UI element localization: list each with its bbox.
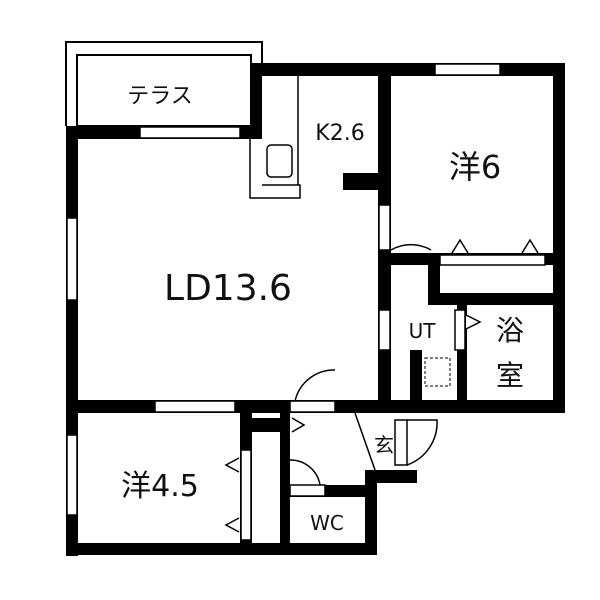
kitchen-counter [249, 76, 301, 199]
room-label-western45: 洋4.5 [121, 469, 199, 504]
windows [66, 63, 546, 541]
room-label-western6: 洋6 [449, 148, 501, 186]
door-swings [289, 243, 438, 486]
room-label-kitchen: K2.6 [315, 121, 364, 146]
room-label-living-dining: LD13.6 [164, 268, 292, 309]
washer-space [424, 357, 451, 387]
room-label-entrance: 玄 [374, 433, 394, 457]
room-label-toilet: WC [310, 511, 344, 535]
room-label-bath-2: 室 [496, 359, 524, 392]
room-label-terrace: テラス [127, 84, 193, 109]
sink-icon [266, 144, 293, 178]
closet-markers [224, 238, 539, 533]
room-label-bath-1: 浴 [496, 314, 524, 347]
room-label-utility: UT [409, 319, 437, 343]
